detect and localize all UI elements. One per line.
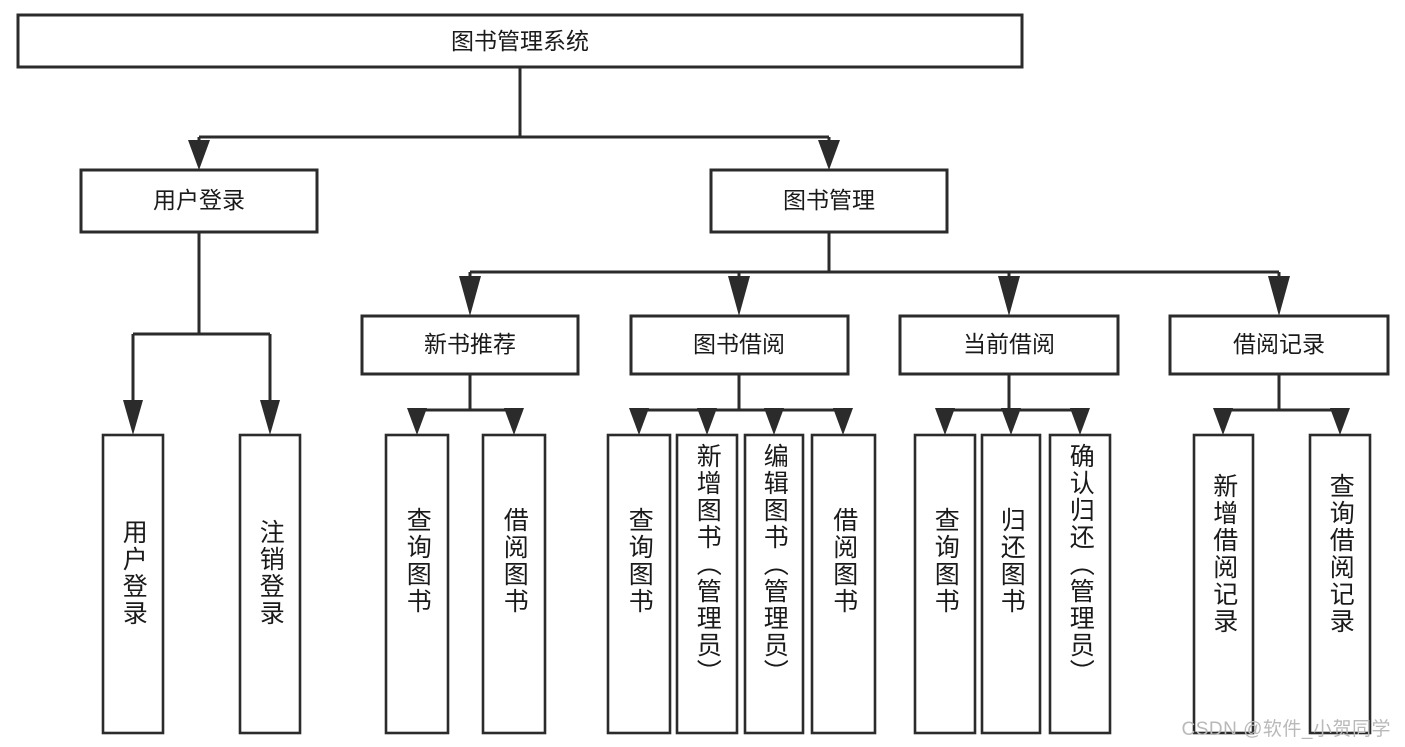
arrowhead-current-borrow	[998, 276, 1020, 316]
arrowhead-leaf-query-book-3	[935, 408, 955, 435]
leaf-boxes	[101, 433, 1372, 735]
leaf-box-query-record[interactable]	[1308, 433, 1372, 735]
node-new-book-recommend-box[interactable]	[360, 314, 580, 376]
node-borrow-records-label: 借阅记录	[1233, 331, 1325, 357]
leaf-box-return-book[interactable]	[980, 433, 1042, 735]
arrowhead-borrow-records	[1268, 276, 1290, 316]
arrowhead-leaf-user-logout	[260, 400, 280, 435]
arrowhead-leaf-query-book-2	[629, 408, 649, 435]
leaf-box-add-book[interactable]	[675, 433, 739, 735]
connector-group-user-login	[123, 232, 280, 435]
node-new-book-recommend[interactable]: 新书推荐	[360, 314, 580, 376]
leaf-box-query-book-3[interactable]	[913, 433, 977, 735]
arrowhead-leaf-edit-book	[764, 408, 784, 435]
node-book-management-label: 图书管理	[783, 187, 875, 213]
leaf-box-add-record[interactable]	[1192, 433, 1255, 735]
node-new-book-recommend-label: 新书推荐	[424, 331, 516, 357]
connector-group-book-borrow	[629, 374, 853, 435]
node-root-label: 图书管理系统	[451, 28, 589, 54]
connector-group-current-borrow	[935, 374, 1090, 435]
leaf-box-confirm-return[interactable]	[1048, 433, 1112, 735]
leaf-box-user-logout[interactable]	[238, 433, 302, 735]
leaf-box-query-book-2[interactable]	[606, 433, 672, 735]
node-user-login-label: 用户登录	[153, 187, 245, 213]
node-current-borrow[interactable]: 当前借阅	[898, 314, 1120, 376]
node-borrow-records[interactable]: 借阅记录	[1168, 314, 1390, 376]
arrowhead-leaf-query-record	[1330, 408, 1350, 435]
leaf-box-query-book-1[interactable]	[384, 433, 450, 735]
node-borrow-records-box[interactable]	[1168, 314, 1390, 376]
connector-group-book-management	[459, 232, 1290, 316]
node-user-login[interactable]: 用户登录	[79, 168, 319, 234]
node-book-borrow-label: 图书借阅	[693, 331, 785, 357]
leaf-box-borrow-book-2[interactable]	[810, 433, 877, 735]
node-book-borrow-box[interactable]	[629, 314, 850, 376]
arrowhead-new-book-recommend	[459, 276, 481, 316]
arrowhead-user-login	[188, 140, 210, 170]
arrowhead-leaf-user-login	[123, 400, 143, 435]
connector-group-borrow-records	[1213, 374, 1350, 435]
arrowhead-leaf-add-record	[1213, 408, 1233, 435]
node-book-borrow[interactable]: 图书借阅	[629, 314, 850, 376]
node-root[interactable]: 图书管理系统	[16, 13, 1024, 69]
arrowhead-leaf-borrow-book-2	[833, 408, 853, 435]
leaf-box-user-login[interactable]	[101, 433, 165, 735]
node-user-login-box[interactable]	[79, 168, 319, 234]
arrowhead-leaf-add-book	[697, 408, 717, 435]
node-current-borrow-box[interactable]	[898, 314, 1120, 376]
arrowhead-leaf-query-book-1	[407, 408, 427, 435]
csdn-watermark: CSDN @软件_小贺同学	[1181, 719, 1391, 740]
connector-group-new-book-recommend	[407, 374, 524, 435]
arrowhead-book-borrow	[728, 276, 750, 316]
node-current-borrow-label: 当前借阅	[963, 331, 1055, 357]
arrowhead-leaf-borrow-book-1	[504, 408, 524, 435]
node-book-management[interactable]: 图书管理	[709, 168, 949, 234]
connector-group-root	[188, 67, 840, 170]
arrowhead-book-management	[818, 140, 840, 170]
leaf-box-edit-book[interactable]	[743, 433, 805, 735]
arrowhead-leaf-return-book	[1001, 408, 1021, 435]
arrowhead-leaf-confirm-return	[1070, 408, 1090, 435]
leaf-box-borrow-book-1[interactable]	[481, 433, 547, 735]
node-book-management-box[interactable]	[709, 168, 949, 234]
node-root-box[interactable]	[16, 13, 1024, 69]
